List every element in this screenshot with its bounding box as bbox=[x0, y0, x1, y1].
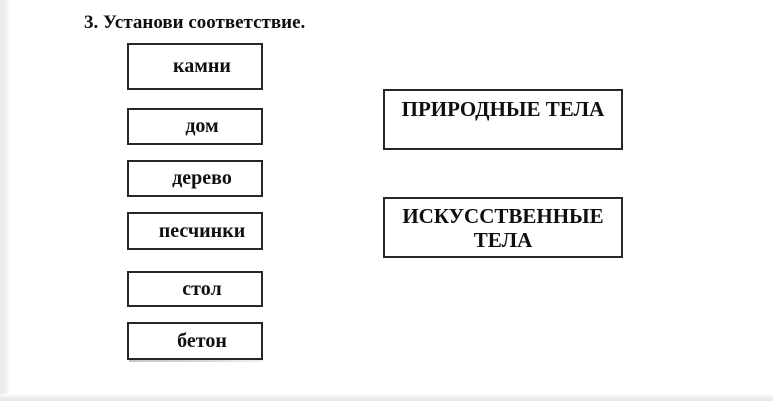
word-card-3[interactable]: дерево bbox=[127, 160, 263, 197]
word-card-5[interactable]: стол bbox=[127, 271, 263, 307]
category-box-natural-bodies[interactable]: ПРИРОДНЫЕ ТЕЛА bbox=[383, 89, 623, 150]
word-card-2[interactable]: дом bbox=[127, 108, 263, 145]
word-card-1[interactable]: камни bbox=[127, 43, 263, 90]
page-bottom-edge-strip bbox=[0, 394, 773, 401]
word-card-6[interactable]: бетон bbox=[127, 322, 263, 360]
exercise-title: 3. Установи соответствие. bbox=[84, 12, 306, 33]
word-card-4[interactable]: песчинки bbox=[127, 212, 263, 250]
scan-shadow-artifact bbox=[129, 360, 263, 362]
category-box-artificial-bodies[interactable]: ИСКУССТВЕННЫЕ ТЕЛА bbox=[383, 197, 623, 258]
page-left-edge-strip bbox=[0, 0, 10, 401]
